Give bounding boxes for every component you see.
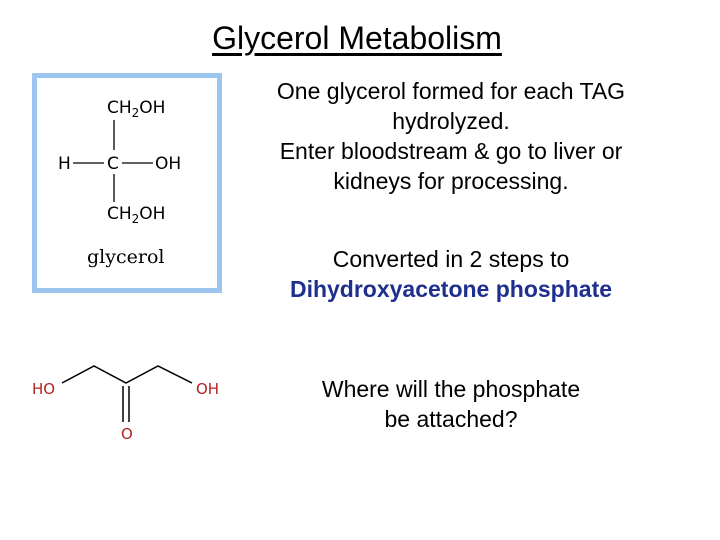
description-line-1: One glycerol formed for each TAG <box>276 78 626 104</box>
question-text: Where will the phosphate be attached? <box>226 374 676 434</box>
carbon-chain <box>61 365 193 384</box>
carbonyl-o-label: O <box>121 425 133 443</box>
question-line-1: Where will the phosphate <box>321 376 581 402</box>
slide-title: Glycerol Metabolism <box>212 20 502 56</box>
dhap-highlight: Dihydroxyacetone phosphate <box>289 276 613 302</box>
bottom-ch-label: CH2OH <box>107 204 165 226</box>
glycerol-structure-box: CH2OH H C OH CH2OH glycerol <box>32 73 222 293</box>
c-atom-label: C <box>107 154 119 174</box>
oh-label: OH <box>155 154 181 174</box>
glycerol-description: One glycerol formed for each TAG hydroly… <box>226 76 676 196</box>
ho-label: HO <box>32 380 55 398</box>
description-line-3: Enter bloodstream & go to liver or <box>279 138 623 164</box>
h-atom-label: H <box>58 154 71 174</box>
glycerol-structure: CH2OH H C OH CH2OH glycerol <box>58 98 181 268</box>
question-line-2: be attached? <box>384 406 518 432</box>
top-ch-label: CH2OH <box>107 98 165 120</box>
conversion-text: Converted in 2 steps to Dihydroxyacetone… <box>226 244 676 304</box>
dhap-structure: HO OH O <box>32 365 219 443</box>
description-line-2: hydrolyzed. <box>392 108 510 134</box>
oh-right-label: OH <box>196 380 219 398</box>
description-line-4: kidneys for processing. <box>333 168 569 194</box>
conversion-line-1: Converted in 2 steps to <box>332 246 570 272</box>
glycerol-caption: glycerol <box>87 246 164 268</box>
